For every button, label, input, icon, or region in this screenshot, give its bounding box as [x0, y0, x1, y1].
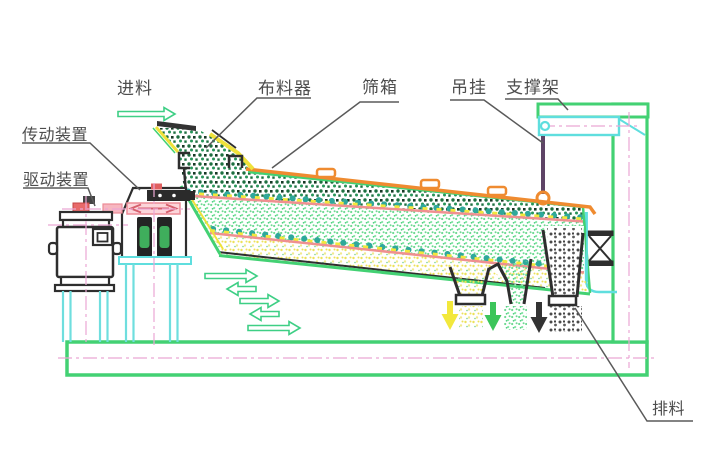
leader-transmission	[22, 142, 141, 191]
hanger-ring	[535, 190, 551, 206]
transmission-device	[118, 183, 195, 345]
fine-material-layer	[185, 195, 584, 272]
discharge-chutes	[441, 226, 585, 333]
base-frame	[58, 340, 656, 377]
label-feed: 进料	[117, 79, 153, 98]
leader-support-frame	[505, 98, 569, 111]
label-distributor: 布料器	[258, 79, 312, 98]
rail-lug	[419, 178, 441, 190]
orange-top-rail	[245, 167, 597, 216]
distributor-chute	[208, 132, 255, 171]
hanger-pivot	[539, 120, 551, 132]
leader-lines	[22, 97, 693, 422]
label-screen-box: 筛箱	[362, 78, 398, 97]
support-frame	[536, 102, 650, 368]
leader-discharge	[574, 307, 693, 422]
label-transmission: 传动装置	[22, 126, 88, 144]
rail-lug	[315, 167, 337, 179]
drive-shaft	[147, 190, 190, 201]
label-support-frame: 支撑架	[506, 78, 560, 97]
flow-arrows	[117, 106, 302, 336]
label-drive: 驱动装置	[23, 171, 89, 189]
fines-flow-arrow	[441, 301, 459, 330]
fines-chute	[448, 266, 491, 328]
feed-arrow	[117, 106, 177, 122]
coarse-flow-arrow	[530, 302, 548, 333]
middles-chute	[496, 258, 533, 330]
upper-deck	[184, 188, 587, 223]
leader-drive	[23, 187, 96, 207]
rail-lug	[486, 185, 508, 197]
label-discharge: 排料	[652, 400, 685, 418]
cross-brace	[586, 230, 614, 266]
feed-distributor	[152, 121, 255, 194]
leader-distributor	[205, 97, 311, 149]
drive-motor	[47, 196, 190, 345]
eccentric-weights	[137, 217, 172, 257]
coarse-chute	[541, 226, 585, 332]
leader-screen-box	[271, 101, 399, 169]
label-hanger: 吊挂	[451, 78, 487, 97]
labels: 进料 布料器 筛箱 吊挂 支撑架 传动装置 驱动装置 排料	[22, 78, 685, 418]
bottom-material-layer	[210, 233, 588, 293]
frame-top-beam	[536, 102, 650, 119]
screen-box	[158, 128, 597, 296]
leader-hanger	[450, 99, 544, 144]
middles-flow-arrow	[484, 302, 502, 331]
